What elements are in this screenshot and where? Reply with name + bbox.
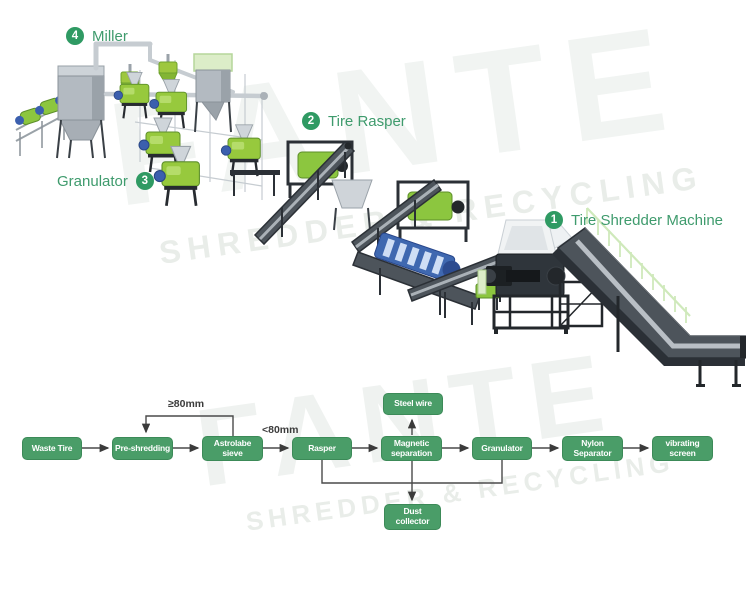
step-badge-3: 3	[135, 172, 154, 190]
label-granulator: Granulator 3	[57, 172, 154, 190]
flow-box-magnetic-separation: Magnetic separation	[381, 436, 442, 461]
feed-hopper	[331, 179, 373, 231]
step-badge-4: 4	[66, 27, 84, 45]
flow-box-nylon-separator: Nylon Separator	[562, 436, 623, 461]
label-tire-shredder: 1 Tire Shredder Machine	[545, 211, 723, 229]
oversize-label: ≥80mm	[168, 398, 205, 410]
step-badge-1: 1	[545, 211, 563, 229]
label-tire-shredder-text: Tire Shredder Machine	[571, 211, 724, 229]
undersize-label: <80mm	[262, 424, 299, 436]
incline-conveyor-1	[253, 140, 356, 246]
flow-box-dust-collector: Dust collector	[384, 504, 441, 530]
bag-filter	[56, 65, 106, 159]
label-miller: 4 Miller	[66, 27, 128, 45]
tire-shredder	[477, 219, 573, 334]
flow-box-astrolabe-sieve: Astrolabe sieve	[202, 436, 263, 461]
work-table	[230, 170, 280, 196]
incline-conveyor-2	[350, 178, 443, 254]
filter-tower	[193, 53, 233, 133]
flow-box-pre-shredding: Pre-shredding	[112, 437, 173, 460]
label-tire-rasper: 2 Tire Rasper	[302, 112, 406, 130]
flow-box-steel-wire: Steel wire	[383, 393, 443, 415]
label-miller-text: Miller	[92, 27, 128, 45]
flow-box-rasper: Rasper	[292, 437, 352, 460]
flow-box-waste-tire: Waste Tire	[22, 437, 82, 460]
step-badge-2: 2	[302, 112, 320, 130]
magnetic-separator-machine	[374, 232, 461, 282]
flow-box-vibrating-screen: vibrating screen	[652, 436, 713, 461]
machinery-illustration	[15, 41, 746, 387]
flow-box-granulator: Granulator	[472, 437, 532, 460]
discharge-conveyor	[552, 207, 746, 387]
label-tire-rasper-text: Tire Rasper	[328, 112, 406, 130]
label-granulator-text: Granulator	[57, 172, 128, 190]
pipe-cap	[260, 92, 268, 100]
